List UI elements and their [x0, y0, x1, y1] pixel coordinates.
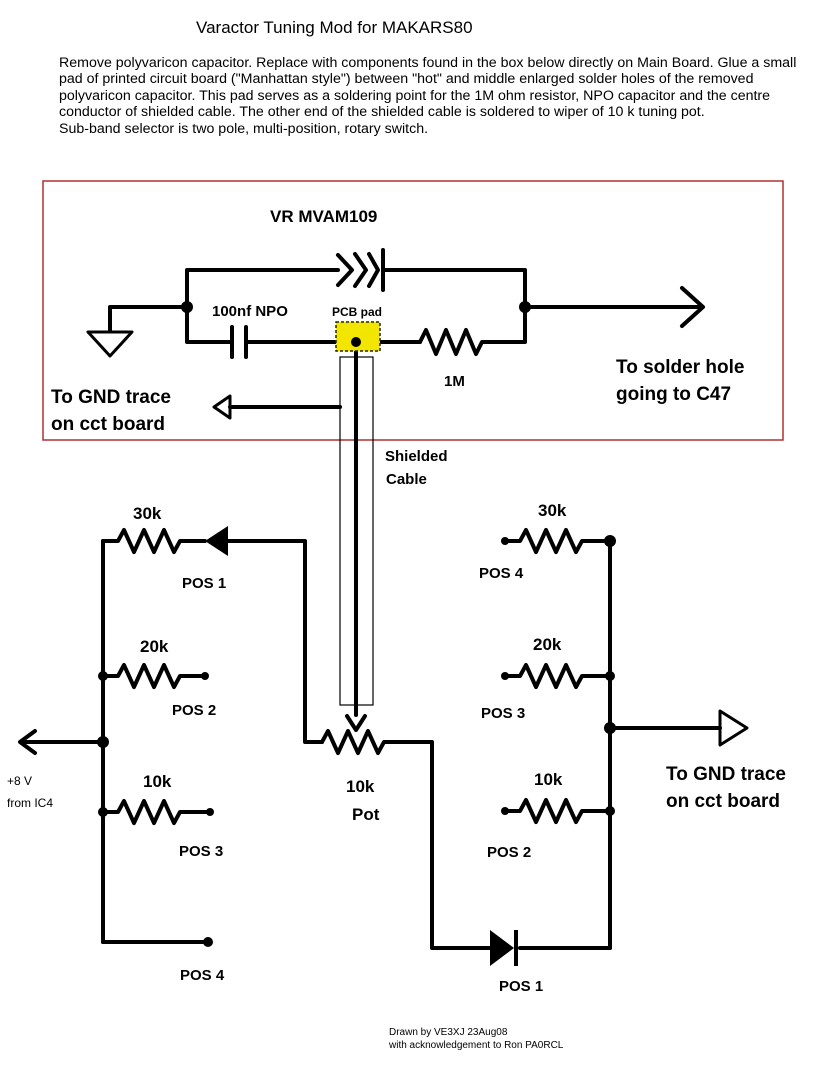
contact-dot: [501, 807, 509, 815]
pot-wiper-arrow: [345, 714, 367, 732]
varactor-label: VR MVAM109: [270, 207, 377, 226]
left-pos4-label: POS 4: [180, 967, 225, 984]
resistor-right-30k: [503, 528, 612, 554]
ground-icon: [86, 330, 134, 358]
junction-dot: [98, 671, 108, 681]
arrow-right-icon: [680, 286, 705, 328]
pot-value-label: 10k: [346, 777, 375, 796]
varactor-wire-right: [381, 268, 527, 309]
supply-label-line1: +8 V: [7, 774, 32, 788]
component-box: [42, 180, 784, 441]
pcb-pad-dot: [351, 337, 361, 347]
gnd-top-label-line1: To GND trace: [51, 387, 171, 408]
c47-label-line2: going to C47: [616, 384, 731, 405]
junction-dot: [181, 301, 193, 313]
varactor-wire-left: [185, 268, 340, 309]
pcb-pad-label: PCB pad: [332, 305, 382, 319]
right-pos1-label: POS 1: [499, 978, 543, 995]
shielded-label-line2: Cable: [386, 471, 427, 488]
gnd-right-label-line2: on cct board: [666, 791, 780, 812]
resistor-right-10k: [503, 798, 612, 824]
junction-dot: [605, 671, 615, 681]
intro-subband-note: Sub-band selector is two pole, multi-pos…: [59, 120, 429, 137]
right-10k-value: 10k: [534, 770, 563, 789]
resistor-left-30k: [101, 528, 207, 554]
junction-dot: [97, 736, 109, 748]
pot-name-label: Pot: [352, 805, 380, 824]
credit-line1: Drawn by VE3XJ 23Aug08: [389, 1027, 508, 1038]
resistor-left-10k: [101, 799, 212, 825]
junction-dot: [604, 722, 616, 734]
contact-dot: [201, 672, 209, 680]
varactor-arrow: [336, 253, 354, 287]
right-30k-value: 30k: [538, 501, 567, 520]
gnd-top-label-line2: on cct board: [51, 414, 165, 435]
switch-arm-left: [208, 539, 324, 744]
gnd-right-label-line1: To GND trace: [666, 764, 786, 785]
supply-label-line2: from IC4: [7, 796, 53, 810]
junction-dot: [98, 807, 108, 817]
cap-wire-left: [185, 305, 234, 344]
arrow-left-hollow-icon: [212, 394, 232, 420]
pcb-pad: [335, 321, 381, 352]
contact-dot: [203, 937, 213, 947]
credit-line2: with acknowledgement to Ron PA0RCL: [389, 1040, 564, 1051]
ground-wire: [108, 305, 189, 332]
selector-pole-right: [490, 930, 514, 966]
left-30k-value: 30k: [133, 504, 162, 523]
resistor-left-20k: [101, 663, 207, 689]
left-10k-value: 10k: [143, 772, 172, 791]
intro-text: Remove polyvaricon capacitor. Replace wi…: [41, 55, 811, 137]
left-pos1-label: POS 1: [182, 575, 226, 592]
resistor-1m: [418, 305, 527, 356]
selector-pole-left: [205, 526, 228, 556]
junction-dot: [605, 806, 615, 816]
shielded-label-line1: Shielded: [385, 448, 448, 465]
capacitor-label: 100nf NPO: [212, 303, 288, 320]
varactor-curve-1: [353, 252, 368, 288]
left-20k-value: 20k: [140, 637, 169, 656]
resistor-right-20k: [503, 663, 612, 689]
right-pos4-label: POS 4: [479, 565, 524, 582]
right-pos2-label: POS 2: [487, 844, 531, 861]
junction-dot: [604, 535, 616, 547]
arrow-right-hollow-icon: [718, 709, 749, 747]
intro-paragraph: Remove polyvaricon capacitor. Replace wi…: [59, 55, 797, 121]
right-20k-value: 20k: [533, 635, 562, 654]
left-pos2-label: POS 2: [172, 702, 216, 719]
resistor-1m-label: 1M: [444, 373, 465, 390]
contact-dot: [206, 808, 214, 816]
pot-10k: [320, 729, 494, 950]
contact-dot: [501, 672, 509, 680]
arrow-left-icon: [18, 729, 37, 755]
junction-dot: [519, 301, 531, 313]
page-title: Varactor Tuning Mod for MAKARS80: [196, 18, 473, 37]
credit: Drawn by VE3XJ 23Aug08 with acknowledgem…: [389, 1026, 563, 1052]
right-pos3-label: POS 3: [481, 705, 525, 722]
shielded-cable: [339, 356, 374, 706]
contact-dot: [501, 537, 509, 545]
c47-label-line1: To solder hole: [616, 357, 744, 378]
left-pos3-label: POS 3: [179, 843, 223, 860]
varactor-curve-2: [367, 252, 380, 288]
